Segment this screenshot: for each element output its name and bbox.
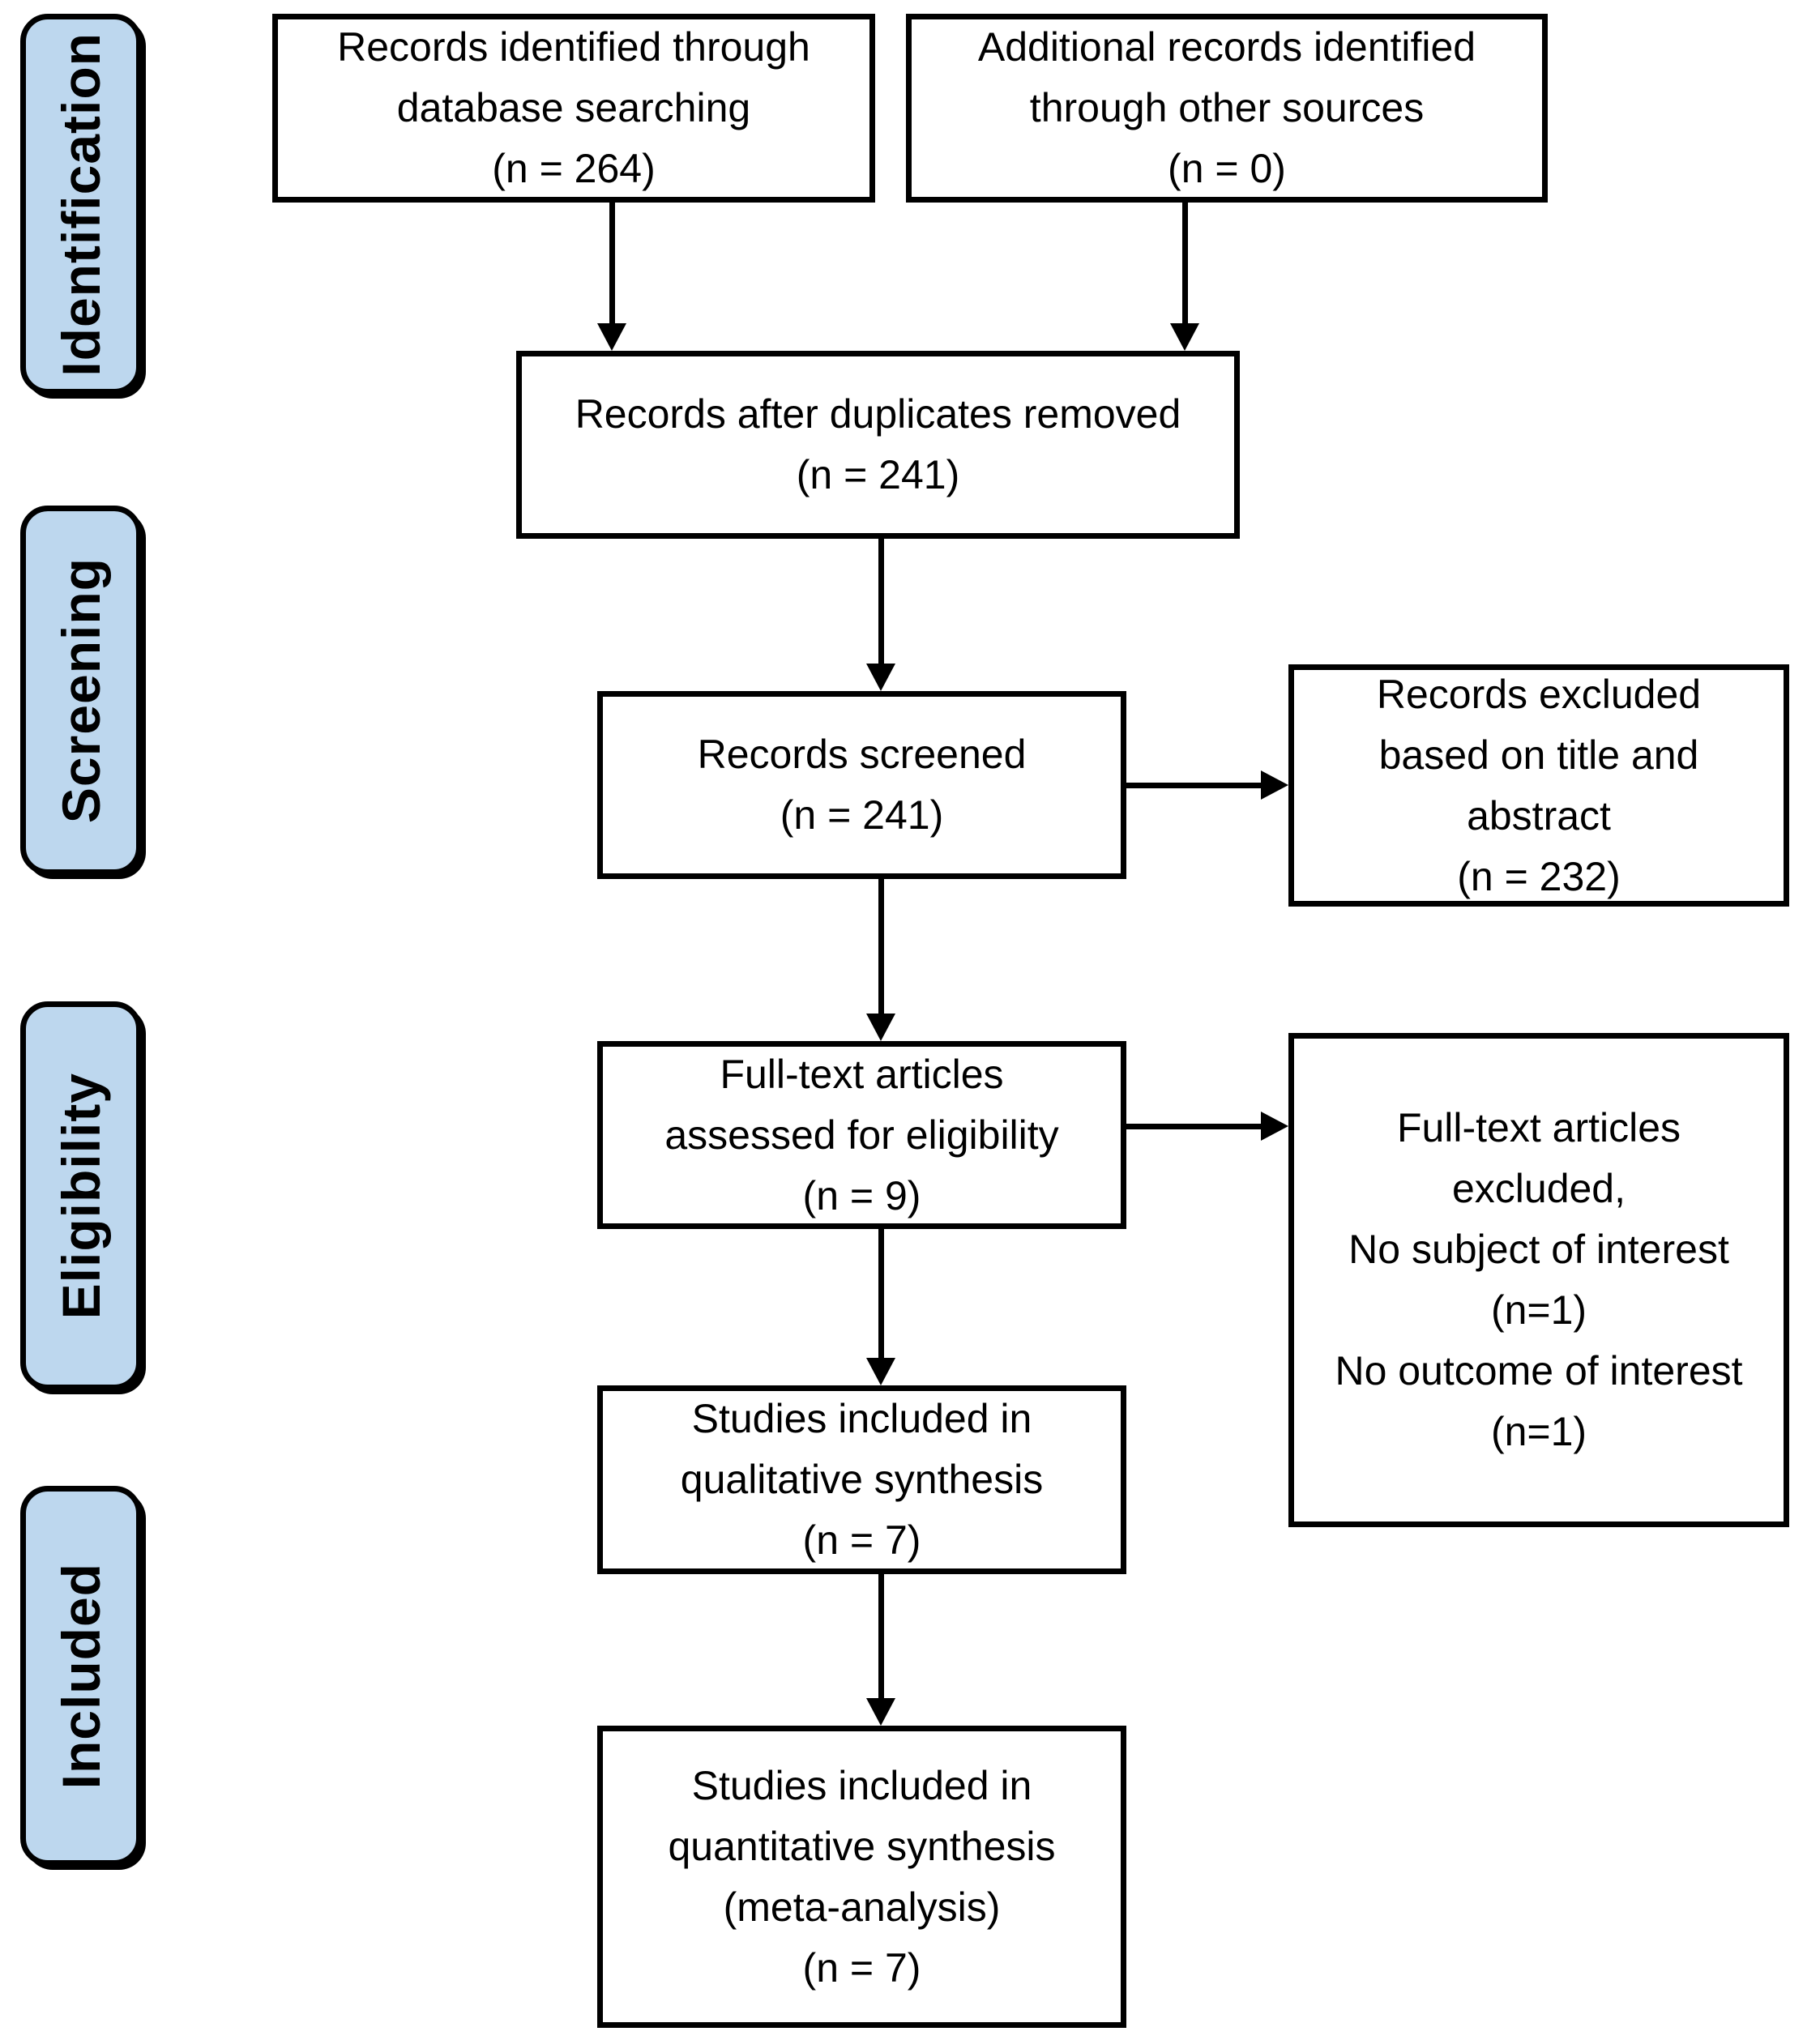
arrow-screened-to-fulltext-head (866, 1014, 895, 1041)
box-text-line: Full-text articles (1396, 1105, 1681, 1150)
arrow-screened-to-excluded-line (1126, 783, 1261, 788)
arrow-qualitative-to-quantitative-head (866, 1698, 895, 1726)
box-text-line: Records excluded (1376, 671, 1702, 717)
box-text-line: Records after duplicates removed (575, 391, 1181, 437)
stage-eligibility-label: Eligibility (51, 1072, 111, 1320)
arrow-fulltext-to-excluded-head (1261, 1112, 1288, 1141)
arrow-identified-to-duplicates-head (597, 323, 626, 351)
stage-eligibility: Eligibility (20, 1001, 142, 1390)
stage-identification: Identification (20, 14, 142, 395)
box-additional-records: Additional records identified through oth… (906, 14, 1548, 203)
box-text-line: (n=1) (1490, 1287, 1587, 1333)
arrow-fulltext-to-excluded-line (1126, 1124, 1261, 1129)
box-records-screened: Records screened (n = 241) (597, 691, 1126, 879)
box-text-line: assessed for eligibility (664, 1112, 1059, 1158)
box-fulltext-assessed: Full-text articles assessed for eligibili… (597, 1041, 1126, 1229)
box-text-line: (n = 241) (796, 452, 960, 497)
box-records-excluded: Records excluded based on title and abstra… (1288, 664, 1789, 907)
box-records-after-duplicates: Records after duplicates removed (n = 241… (516, 351, 1240, 539)
box-text-line: (meta-analysis) (723, 1884, 1001, 1930)
box-text-line: qualitative synthesis (680, 1457, 1044, 1502)
box-text-line: (n = 232) (1457, 853, 1621, 899)
box-text-line: (n=1) (1490, 1409, 1587, 1454)
box-text-line: Studies included in (691, 1396, 1032, 1441)
box-qualitative-synthesis: Studies included in qualitative synthesis… (597, 1385, 1126, 1574)
box-text-line: (n = 264) (492, 146, 656, 191)
box-fulltext-excluded: Full-text articles excluded, No subject of… (1288, 1033, 1789, 1527)
box-quantitative-synthesis: Studies included in quantitative synthesi… (597, 1726, 1126, 2028)
box-text-line: Additional records identified (977, 24, 1476, 70)
box-text-line: No outcome of interest (1335, 1348, 1743, 1393)
stage-included: Included (20, 1486, 142, 1866)
box-text-line: (n = 7) (802, 1517, 921, 1563)
arrow-duplicates-to-screened-line (878, 539, 884, 664)
arrow-additional-to-duplicates-line (1182, 203, 1188, 323)
box-text-line: No subject of interest (1348, 1227, 1729, 1272)
arrow-fulltext-to-qualitative-head (866, 1358, 895, 1385)
arrow-fulltext-to-qualitative-line (878, 1229, 884, 1358)
box-text-line: Records screened (697, 732, 1027, 777)
arrow-qualitative-to-quantitative-line (878, 1574, 884, 1698)
box-text-line: through other sources (1029, 85, 1425, 130)
stage-identification-label: Identification (51, 32, 111, 377)
arrow-screened-to-fulltext-line (878, 879, 884, 1014)
box-records-identified: Records identified through database searc… (272, 14, 875, 203)
arrow-additional-to-duplicates-head (1170, 323, 1199, 351)
stage-screening: Screening (20, 506, 142, 875)
box-text-line: excluded, (1451, 1166, 1626, 1211)
box-text-line: quantitative synthesis (668, 1823, 1056, 1869)
box-text-line: Full-text articles (720, 1051, 1004, 1097)
arrow-screened-to-excluded-head (1261, 770, 1288, 800)
box-text-line: Studies included in (691, 1762, 1032, 1808)
box-text-line: (n = 9) (802, 1172, 921, 1218)
box-text-line: database searching (396, 85, 751, 130)
box-text-line: (n = 241) (780, 792, 944, 838)
arrow-duplicates-to-screened-head (866, 664, 895, 691)
box-text-line: (n = 0) (1168, 146, 1286, 191)
arrow-identified-to-duplicates-line (609, 203, 615, 323)
box-text-line: Records identified through (337, 24, 810, 70)
stage-included-label: Included (51, 1562, 111, 1790)
box-text-line: abstract (1467, 792, 1611, 839)
box-text-line: (n = 7) (802, 1944, 921, 1991)
stage-screening-label: Screening (51, 557, 111, 824)
box-text-line: based on title and (1378, 732, 1699, 778)
